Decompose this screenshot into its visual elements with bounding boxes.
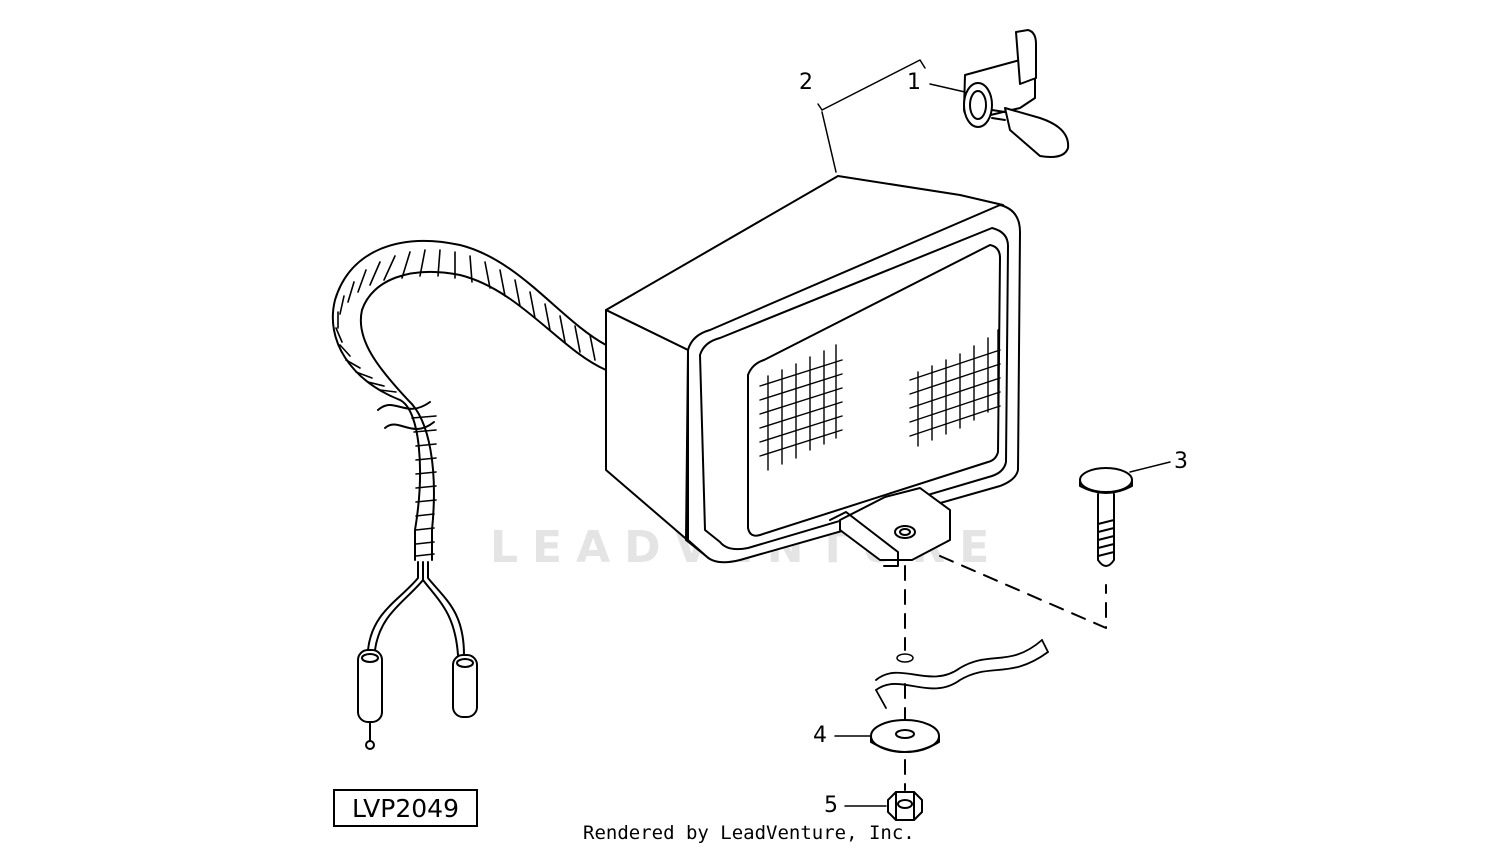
leader-lines [817,59,1171,807]
carriage-bolt [1079,467,1133,567]
assembly-centerlines [904,555,1107,791]
wiring-harness [331,239,607,750]
flange-nut [887,791,923,821]
callout-5: 5 [824,793,838,818]
work-light-housing [605,175,1021,567]
figure-id: LVP2049 [333,789,478,827]
callout-3: 3 [1174,449,1188,474]
flat-washer [870,719,940,753]
hole-marker [896,653,914,663]
callout-4: 4 [813,723,827,748]
bulb [963,29,1070,158]
render-credit: Rendered by LeadVenture, Inc. [583,822,915,844]
callout-2: 2 [799,70,813,95]
mounting-surface-break [875,639,1049,709]
callout-1: 1 [907,70,921,95]
